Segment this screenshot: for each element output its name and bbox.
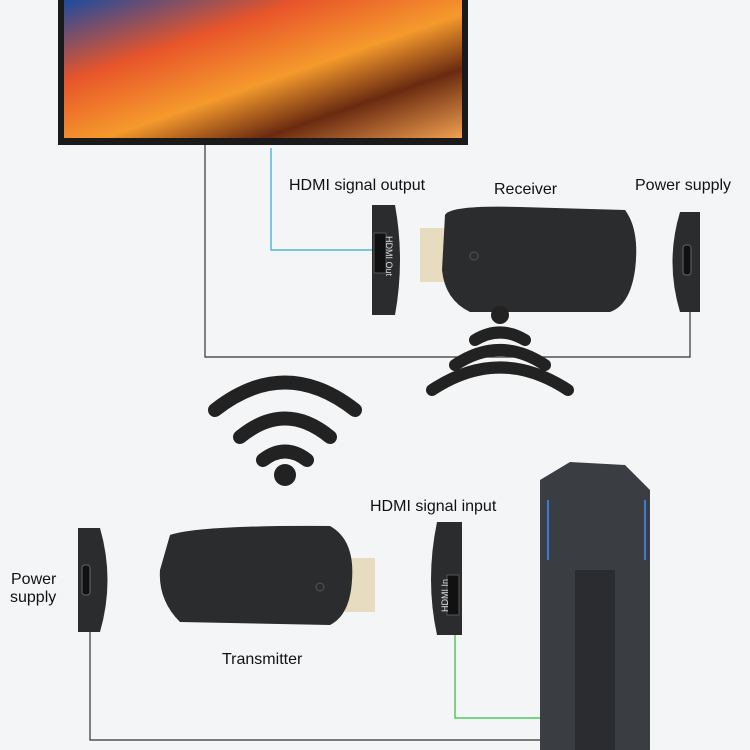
receiver-power-adapter (672, 212, 700, 312)
hdmi-input-label: HDMI signal input (370, 498, 497, 515)
power-supply-label-top: Power supply (635, 177, 732, 194)
transmitter-power-adapter (78, 528, 108, 632)
hdmi-input-cable (454, 600, 552, 719)
power-cable-receiver (204, 145, 691, 358)
transmitter-device (159, 525, 375, 625)
hdmi-in-adapter (431, 522, 462, 635)
wifi-icon-transmitter (208, 375, 362, 486)
hdmi-output-cable (270, 148, 380, 251)
supply-label-bottom: supply (10, 589, 57, 606)
hdmi-output-label: HDMI signal output (289, 177, 426, 194)
transmitter-label: Transmitter (222, 651, 303, 668)
receiver-device (420, 206, 637, 312)
hdmi-out-adapter (372, 205, 400, 315)
hdmi-in-port-label: HDMI In (440, 578, 450, 612)
hdmi-out-port-label: HDMI Out (384, 236, 394, 277)
receiver-label: Receiver (494, 181, 558, 198)
power-cable-transmitter (89, 630, 552, 741)
monitor (58, 0, 468, 145)
source-box (540, 462, 650, 750)
wifi-icon-receiver (426, 306, 574, 396)
power-label-bottom: Power (11, 571, 57, 588)
